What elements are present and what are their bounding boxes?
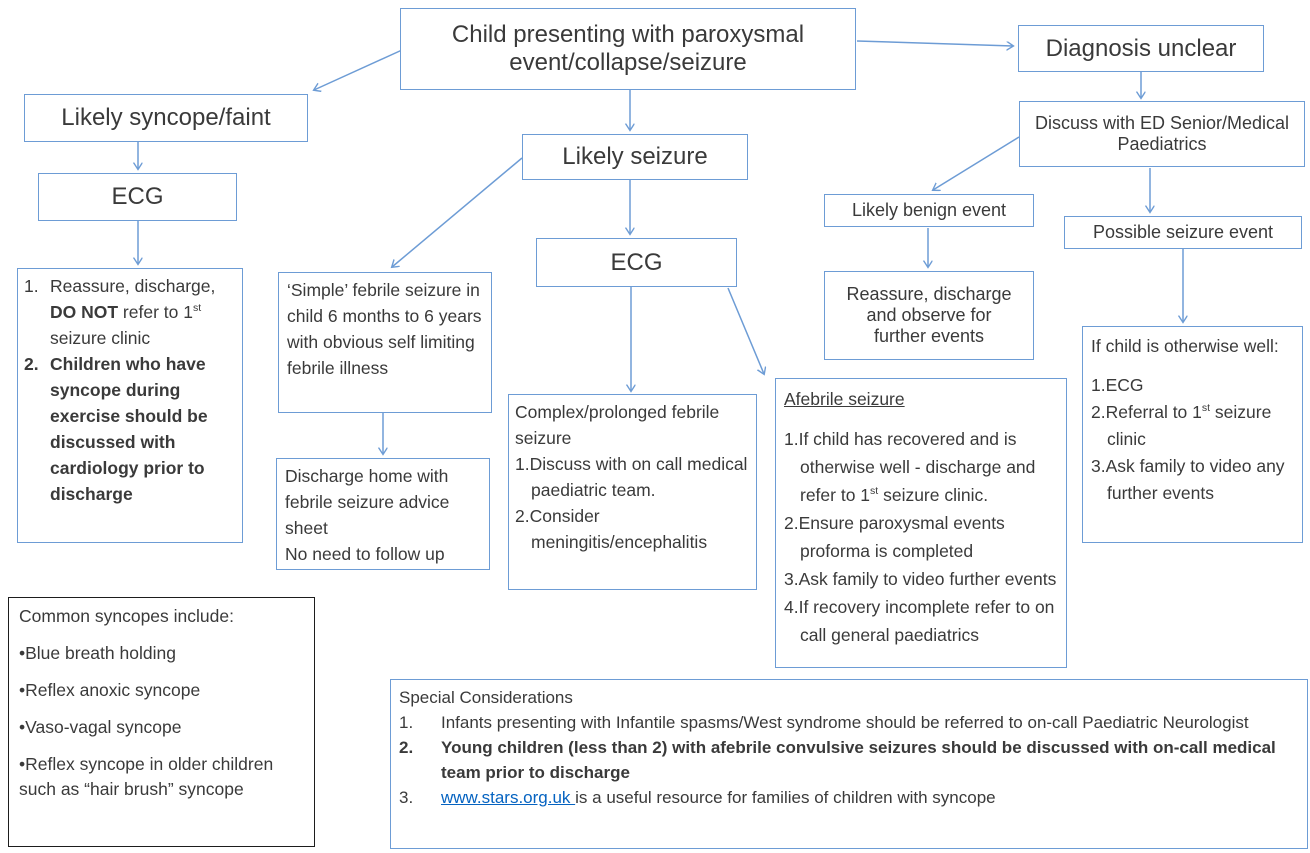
node-reassure-observe-label: Reassure, discharge and observe for furt… [846,284,1012,346]
syncope-action-1: 1. Reassure, discharge, DO NOT refer to … [24,273,234,351]
arrow-seizure-to-simple-febrile [392,157,523,267]
syncope-action-1-text: Reassure, discharge, [50,276,216,296]
list-number: 3. [399,788,414,807]
common-syncopes-item2: •Reflex anoxic syncope [19,680,201,700]
syncope-action-2: 2. Children who have syncope during exer… [24,351,234,507]
node-likely-syncope-label: Likely syncope/faint [61,104,271,131]
common-syncopes-item1: •Blue breath holding [19,643,176,663]
discharge-home-line1: Discharge home with febrile seizure advi… [285,466,450,538]
afebrile-item2: 2.Ensure paroxysmal events proforma is c… [784,513,1005,561]
special-item-3: 3. www.stars.org.uk is a useful resource… [399,785,1297,810]
node-diagnosis-unclear-label: Diagnosis unclear [1045,34,1237,62]
node-ecg-left-label: ECG [111,183,164,210]
node-discharge-home: Discharge home with febrile seizure advi… [276,458,490,570]
node-simple-febrile-label: ‘Simple’ febrile seizure in child 6 mont… [287,280,482,378]
node-likely-syncope: Likely syncope/faint [24,94,308,142]
common-syncopes-item3: •Vaso-vagal syncope [19,717,182,737]
otherwise-well-item3: 3.Ask family to video any further events [1091,456,1285,503]
afebrile-item1: 1.If child has recovered and is otherwis… [784,429,1036,505]
node-possible-seizure-label: Possible seizure event [1092,222,1274,242]
superscript-st: st [870,485,879,498]
node-likely-seizure-label: Likely seizure [562,143,708,170]
node-ecg-mid: ECG [536,238,737,287]
list-number: 1. [24,276,39,296]
otherwise-well-intro: If child is otherwise well: [1091,336,1279,356]
node-root-label: Child presenting with paroxysmal event/c… [451,21,805,76]
node-simple-febrile: ‘Simple’ febrile seizure in child 6 mont… [278,272,492,413]
special-item-3-text: is a useful resource for families of chi… [575,788,996,807]
node-likely-benign: Likely benign event [824,194,1034,227]
common-syncopes-title: Common syncopes include: [19,606,234,626]
node-discuss-ed-label: Discuss with ED Senior/Medical Paediatri… [1034,113,1290,154]
arrow-root-to-likely-syncope [314,49,403,90]
node-diagnosis-unclear: Diagnosis unclear [1018,25,1264,72]
superscript-st: st [1201,402,1211,415]
arrow-ecg-to-afebrile [727,287,764,374]
node-likely-seizure: Likely seizure [522,134,748,180]
node-ecg-left: ECG [38,173,237,221]
complex-febrile-item1: 1.Discuss with on call medical paediatri… [515,454,748,500]
node-root: Child presenting with paroxysmal event/c… [400,8,856,90]
special-item-2-text: Young children (less than 2) with afebri… [441,738,1276,782]
afebrile-item4: 4.If recovery incomplete refer to on cal… [784,597,1055,645]
list-number: 1. [399,713,414,732]
syncope-action-2-text: Children who have syncope during exercis… [50,354,208,504]
arrow-discuss-to-benign [933,136,1020,190]
node-reassure-observe: Reassure, discharge and observe for furt… [824,271,1034,360]
complex-febrile-title: Complex/prolonged febrile seizure [515,402,720,448]
node-afebrile: Afebrile seizure 1.If child has recovere… [775,378,1067,668]
arrow-root-to-diagnosis-unclear [856,40,1013,46]
complex-febrile-item2: 2.Consider meningitis/encephalitis [515,506,708,552]
afebrile-item3: 3.Ask family to video further events [784,569,1057,589]
node-complex-febrile: Complex/prolonged febrile seizure 1.Disc… [508,394,757,590]
node-syncope-actions: 1. Reassure, discharge, DO NOT refer to … [17,268,243,543]
special-item-2: 2. Young children (less than 2) with afe… [399,735,1297,785]
list-number: 2. [399,738,414,757]
node-discuss-ed: Discuss with ED Senior/Medical Paediatri… [1019,101,1305,167]
discharge-home-line2: No need to follow up [285,544,445,564]
node-otherwise-well: If child is otherwise well: 1.ECG 2.Refe… [1082,326,1303,543]
special-item-1: 1. Infants presenting with Infantile spa… [399,710,1297,735]
afebrile-title: Afebrile seizure [784,389,905,409]
special-title: Special Considerations [399,688,573,707]
note-special-considerations: Special Considerations 1. Infants presen… [390,679,1308,849]
node-likely-benign-label: Likely benign event [851,200,1007,220]
note-common-syncopes: Common syncopes include: •Blue breath ho… [8,597,315,847]
syncope-action-1-bold: DO NOT [50,302,119,322]
superscript-st: st [192,302,202,315]
otherwise-well-item1: 1.ECG [1091,375,1144,395]
node-possible-seizure: Possible seizure event [1064,216,1302,249]
node-ecg-mid-label: ECG [610,248,663,276]
otherwise-well-item2: 2.Referral to 1st seizure clinic [1091,402,1272,449]
list-number: 2. [24,354,39,374]
stars-link[interactable]: www.stars.org.uk [441,788,576,807]
common-syncopes-item4: •Reflex syncope in older children such a… [19,754,274,799]
special-item-1-text: Infants presenting with Infantile spasms… [441,713,1249,732]
